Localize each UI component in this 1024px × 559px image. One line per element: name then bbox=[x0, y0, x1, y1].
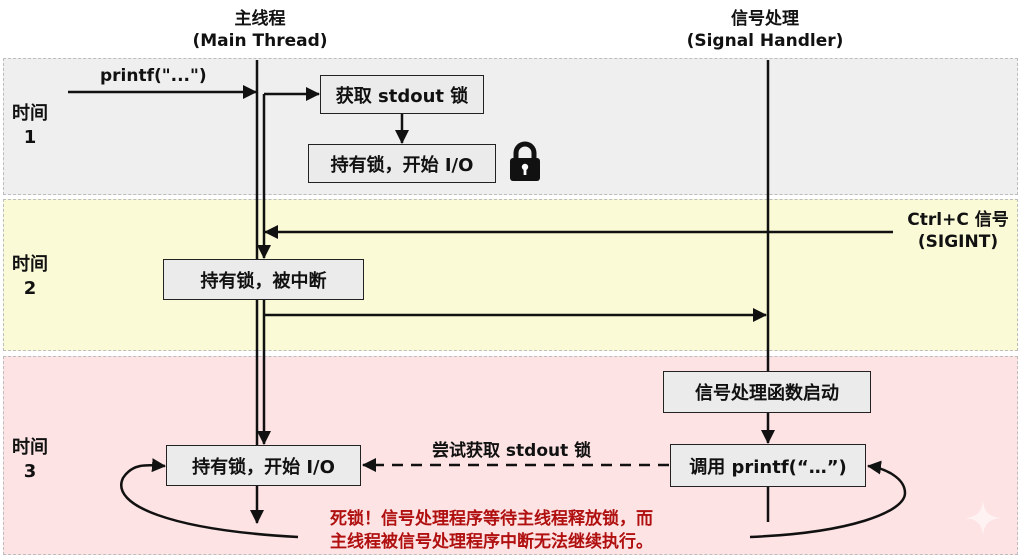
time-label-1-num: 1 bbox=[23, 127, 37, 148]
hold-lock-io-box-1: 持有锁，开始 I/O bbox=[308, 144, 496, 183]
printf-label: printf("...") bbox=[100, 66, 207, 86]
try-acquire-label: 尝试获取 stdout 锁 bbox=[432, 441, 592, 461]
time-label-3: 时间 3 bbox=[8, 436, 52, 484]
time-label-2: 时间 2 bbox=[8, 253, 52, 301]
sigint-label: Ctrl+C 信号 (SIGINT) bbox=[902, 209, 1014, 253]
main-thread-title-en: (Main Thread) bbox=[192, 31, 328, 51]
call-printf-box: 调用 printf(“…”) bbox=[670, 444, 866, 487]
deadlock-note: 死锁！信号处理程序等待主线程释放锁，而 主线程被信号处理程序中断无法继续执行。 bbox=[330, 508, 653, 554]
time-label-1-text: 时间 bbox=[12, 103, 48, 124]
sigint-label-line2: (SIGINT) bbox=[917, 232, 999, 252]
sigint-label-line1: Ctrl+C 信号 bbox=[907, 210, 1009, 230]
lock-icon bbox=[510, 141, 540, 181]
time-label-2-num: 2 bbox=[23, 278, 37, 299]
time-label-3-text: 时间 bbox=[12, 437, 48, 458]
sparkle-icon bbox=[965, 500, 1001, 536]
deadlock-loop-right bbox=[749, 460, 907, 539]
time-label-3-num: 3 bbox=[23, 461, 37, 482]
deadlock-loop-left bbox=[120, 458, 299, 539]
hold-lock-io-box-3: 持有锁，开始 I/O bbox=[166, 445, 361, 486]
hold-lock-interrupted-box: 持有锁，被中断 bbox=[163, 259, 364, 300]
signal-handler-title-cn: 信号处理 bbox=[731, 9, 799, 29]
signal-handler-title-en: (Signal Handler) bbox=[686, 31, 844, 51]
acquire-lock-box: 获取 stdout 锁 bbox=[320, 75, 484, 114]
time-label-1: 时间 1 bbox=[8, 102, 52, 150]
signal-handler-title: 信号处理 (Signal Handler) bbox=[665, 8, 865, 52]
main-thread-title: 主线程 (Main Thread) bbox=[160, 8, 360, 52]
time-label-2-text: 时间 bbox=[12, 254, 48, 275]
deadlock-note-line1: 死锁！信号处理程序等待主线程释放锁，而 bbox=[330, 509, 653, 529]
deadlock-note-line2: 主线程被信号处理程序中断无法继续执行。 bbox=[330, 532, 653, 552]
handler-start-box: 信号处理函数启动 bbox=[663, 371, 871, 413]
main-thread-title-cn: 主线程 bbox=[234, 9, 286, 29]
